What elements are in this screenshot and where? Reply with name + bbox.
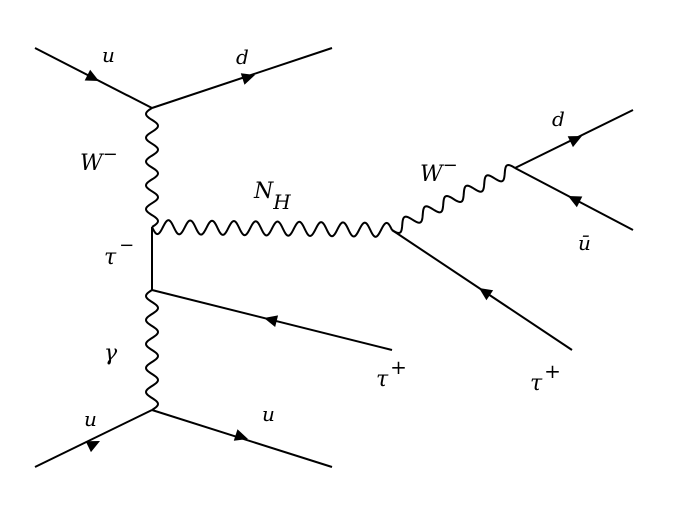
label-tau-plus-mid: τ+ <box>376 355 407 392</box>
label-w-minus-left-sup: − <box>103 144 118 165</box>
label-n-h: NH <box>253 179 291 214</box>
label-tau-minus-letter: τ <box>104 245 117 270</box>
label-gamma: γ <box>104 341 118 366</box>
label-u-bottom-in: u <box>84 407 97 431</box>
label-w-minus-right-letter: W <box>420 162 445 187</box>
boson-photon <box>144 289 160 411</box>
label-tau-minus-sup: − <box>119 235 134 256</box>
label-w-minus-right: W− <box>420 155 458 187</box>
label-d-top-out: d <box>236 45 249 69</box>
boson-n-h <box>151 219 393 238</box>
arrow-d-right <box>567 136 582 148</box>
arrow-u-top <box>84 69 99 81</box>
arrow-u-bottom-in <box>85 441 100 453</box>
label-u-bottom-out: u <box>262 402 275 426</box>
label-tau-minus: τ− <box>104 235 134 270</box>
label-u-top-in: u <box>102 43 115 67</box>
label-tau-plus-right-sup: + <box>544 359 561 383</box>
arrow-tau-plus-right <box>479 288 494 301</box>
fermion-d-top-outgoing <box>151 47 333 109</box>
label-w-minus-right-sup: − <box>443 155 458 176</box>
label-d-right: d <box>552 107 565 131</box>
label-tau-plus-mid-sup: + <box>390 355 407 379</box>
arrow-d-top <box>240 73 255 85</box>
boson-w-minus-left <box>144 107 160 228</box>
label-n-h-sub: H <box>272 190 291 214</box>
label-n-h-letter: N <box>253 179 274 204</box>
boson-w-minus-right <box>391 163 516 235</box>
label-tau-plus-right: τ+ <box>530 359 561 396</box>
label-w-minus-left: W− <box>80 144 118 176</box>
arrow-ubar-right <box>568 196 583 208</box>
label-tau-plus-mid-letter: τ <box>376 367 389 392</box>
fermion-u-bottom-incoming <box>34 409 153 468</box>
arrow-tau-plus-mid <box>264 315 279 327</box>
label-tau-plus-right-letter: τ <box>530 371 543 396</box>
arrow-u-bottom-out <box>233 429 248 441</box>
label-w-minus-left-letter: W <box>80 151 105 176</box>
label-ubar-right: ū <box>578 231 591 255</box>
